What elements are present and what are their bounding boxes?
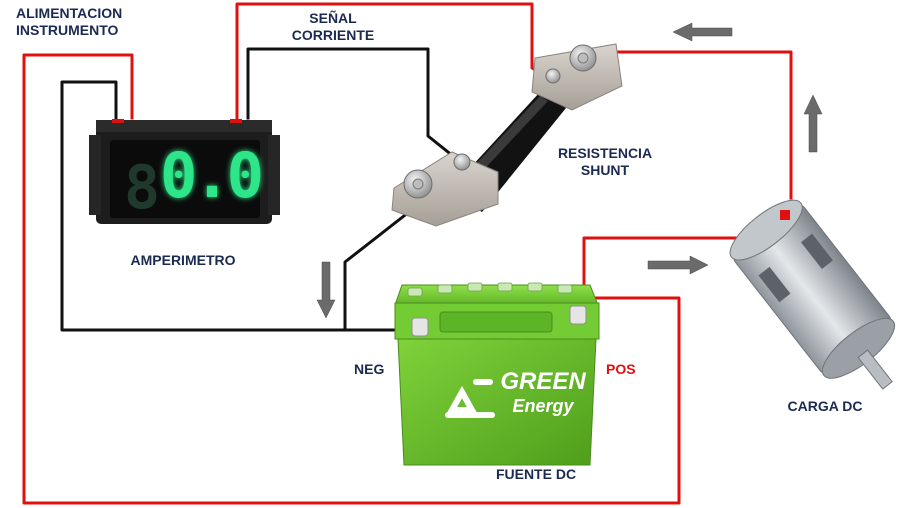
label-current-signal: SEÑAL CORRIENTE [278,10,388,44]
wire-signal-black [246,47,461,163]
battery-vent-caps [407,282,573,297]
arrow-up-icon [803,94,823,153]
wire-instrument-ground-black [60,80,410,332]
recycle-icon [445,379,495,418]
battery-brand: GREEN Energy [497,370,589,418]
label-negative-terminal: NEG [354,361,385,377]
arrow-down-icon [316,261,336,319]
label-instrument-power-line1: ALIMENTACION [16,5,123,21]
label-positive-terminal: POS [606,361,636,377]
label-current-signal-line1: SEÑAL [309,10,357,26]
label-dc-load: CARGA DC [787,398,863,414]
battery-brand-line2: Energy [512,396,574,416]
wires [22,2,793,505]
label-instrument-power-line2: INSTRUMENTO [16,22,119,38]
current-arrows [316,22,823,319]
label-shunt: RESISTENCIA SHUNT [545,145,665,179]
shunt-resistor [391,43,623,227]
dc-motor [729,199,896,390]
arrow-right-icon [647,255,709,275]
wire-shunt-to-battery-black [343,202,422,332]
label-shunt-line2: SHUNT [580,162,630,178]
label-current-signal-line2: CORRIENTE [291,27,375,43]
ammeter: 8 [89,119,280,224]
label-ammeter: AMPERIMETRO [130,252,236,268]
arrow-left-icon [672,22,733,42]
label-dc-source: FUENTE DC [495,466,577,482]
wire-battery-pos-red [582,236,740,302]
label-shunt-line1: RESISTENCIA [557,145,653,161]
ammeter-reading: 0.0 [160,139,264,212]
battery [394,282,600,466]
battery-brand-line1: GREEN [500,368,586,395]
wire-shunt-to-motor-red [598,50,793,200]
svg-text:8: 8 [124,153,160,223]
wire-instrument-power-red [22,53,681,505]
label-instrument-power: ALIMENTACION INSTRUMENTO [16,5,122,39]
